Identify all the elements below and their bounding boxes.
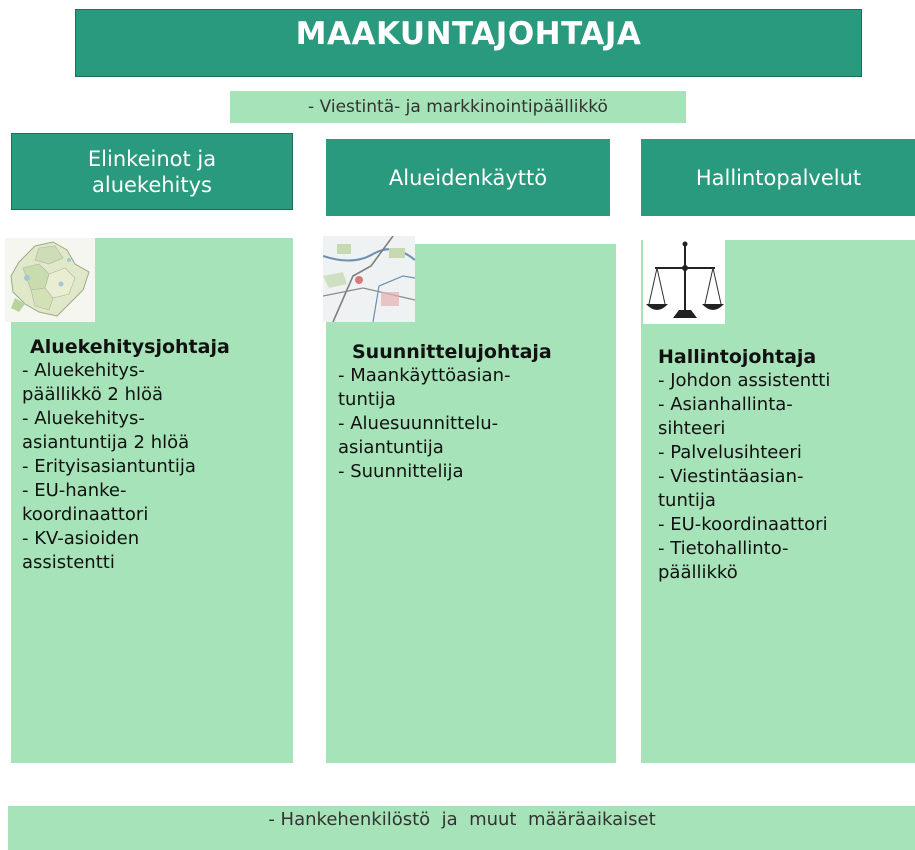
staff-item: sihteeri [658, 418, 726, 439]
staff-list: - Aluekehitys- päällikkö 2 hlöä - Alueke… [22, 359, 287, 575]
unit-panel-business [11, 238, 293, 763]
staff-item: - Johdon assistentti [658, 370, 831, 391]
unit-header-administration-label: Hallintopalvelut [695, 165, 862, 190]
communications-manager-label: - Viestintä- ja markkinointipäällikkö [308, 97, 608, 117]
staff-item: - Tietohallinto- [658, 538, 789, 559]
director-box: MAAKUNTAJOHTAJA [75, 9, 862, 77]
staff-list: - Maankäyttöasian- tuntija - Aluesuunnit… [338, 364, 613, 484]
unit-header-land-use: Alueidenkäyttö [326, 139, 610, 216]
staff-item: päällikkö [658, 562, 738, 583]
staff-list: - Johdon assistentti - Asianhallinta- si… [658, 369, 913, 585]
staff-item: tuntija [338, 389, 396, 410]
staff-item: - EU-koordinaattori [658, 514, 828, 535]
unit-header-land-use-label: Alueidenkäyttö [388, 165, 548, 190]
unit-panel-land-use [326, 244, 616, 763]
project-staff-box: - Hankehenkilöstö ja muut määräaikaiset [8, 806, 915, 850]
staff-item: koordinaattori [22, 504, 149, 525]
director-title: MAAKUNTAJOHTAJA [295, 16, 642, 52]
map-icon [5, 238, 95, 322]
staff-item: - Aluekehitys- [22, 360, 145, 381]
staff-item: - KV-asioiden [22, 528, 140, 549]
staff-item: - Asianhallinta- [658, 394, 793, 415]
unit-header-business-line-1: Elinkeinot ja [87, 146, 217, 171]
staff-item: assistentti [22, 552, 115, 573]
staff-item: - Aluekehitys- [22, 408, 145, 429]
communications-manager-box: - Viestintä- ja markkinointipäällikkö [230, 91, 686, 123]
staff-item: asiantuntija [338, 437, 444, 458]
unit-header-administration: Hallintopalvelut [641, 139, 915, 216]
scales-icon [643, 238, 725, 324]
unit-panel-administration [641, 240, 915, 763]
unit-content-business: Aluekehitysjohtaja - Aluekehitys- päälli… [22, 335, 287, 575]
project-staff-label: - Hankehenkilöstö ja muut määräaikaiset [268, 808, 656, 830]
unit-header-business-line-2: aluekehitys [91, 172, 212, 197]
staff-item: - Erityisasiantuntija [22, 456, 196, 477]
leader-title: Suunnittelujohtaja [352, 341, 552, 363]
unit-content-administration: Hallintojohtaja - Johdon assistentti - A… [658, 345, 913, 585]
leader-title: Hallintojohtaja [658, 346, 817, 368]
staff-item: - EU-hanke- [22, 480, 127, 501]
leader-title: Aluekehitysjohtaja [30, 336, 230, 358]
staff-item: päällikkö 2 hlöä [22, 384, 164, 405]
staff-item: tuntija [658, 490, 716, 511]
staff-item: - Suunnittelija [338, 461, 464, 482]
planning-map-icon [322, 235, 416, 323]
staff-item: - Maankäyttöasian- [338, 365, 511, 386]
staff-item: - Palvelusihteeri [658, 442, 802, 463]
staff-item: asiantuntija 2 hlöä [22, 432, 190, 453]
unit-header-business: Elinkeinot ja aluekehitys [11, 133, 293, 210]
unit-content-land-use: Suunnittelujohtaja - Maankäyttöasian- tu… [338, 340, 613, 484]
staff-item: - Aluesuunnittelu- [338, 413, 499, 434]
staff-item: - Viestintäasian- [658, 466, 804, 487]
